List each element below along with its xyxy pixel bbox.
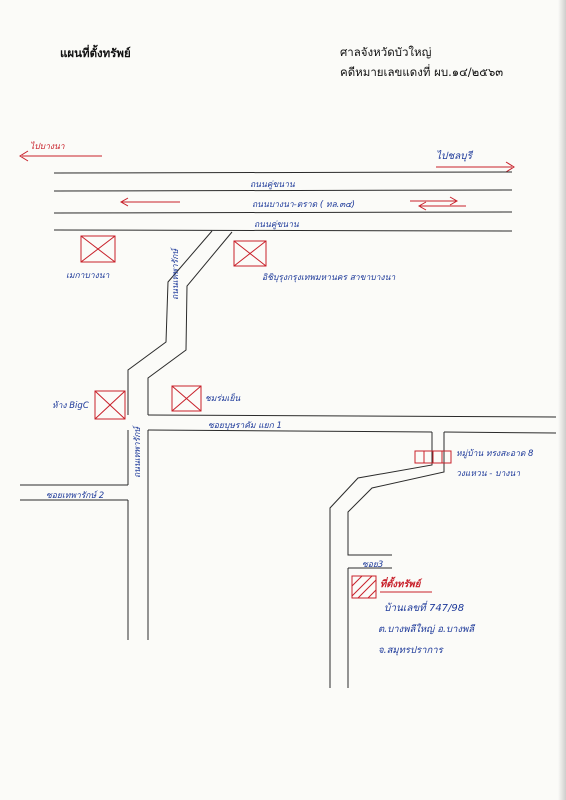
village-gate-marker bbox=[414, 450, 452, 464]
road-label-highway: ถนนบางนา-ตราด ( ทล.๓๔) bbox=[252, 200, 355, 210]
property-address-line3: จ.สมุทรปราการ bbox=[378, 645, 443, 656]
landmark-box-center bbox=[171, 385, 202, 412]
road-label-vertical-lower: ถนนเทพารักษ์ bbox=[133, 427, 143, 478]
document-title: แผนที่ตั้งทรัพย์ bbox=[60, 46, 131, 60]
traffic-arrows bbox=[119, 196, 466, 211]
property-address-line2: ต.บางพลีใหญ่ อ.บางพลี bbox=[378, 624, 475, 635]
road-label-soi-left: ซอยเทพารักษ์ 2 bbox=[46, 491, 105, 501]
vertical-road-upper bbox=[127, 230, 233, 415]
court-name: ศาลจังหวัดบัวใหญ่ bbox=[340, 45, 432, 59]
landmark-box-mega-bangna bbox=[80, 235, 116, 263]
road-label-soi-3: ซอย3 bbox=[362, 560, 384, 570]
village-label-line1: หมู่บ้าน ทรงสะอาด 8 bbox=[456, 449, 534, 459]
direction-arrow-left bbox=[19, 150, 102, 162]
direction-label-right: ไปชลบุรี bbox=[436, 151, 473, 162]
village-label-line2: วงแหวน - บางนา bbox=[456, 469, 520, 479]
landmark-label-mega-bangna: เมกาบางนา bbox=[66, 271, 110, 281]
property-label: ที่ตั้งทรัพย์ bbox=[380, 579, 421, 590]
landmark-box-ichiburi bbox=[233, 240, 267, 267]
vertical-road-lower bbox=[127, 430, 149, 640]
main-road-lines bbox=[53, 171, 513, 232]
middle-soi-road bbox=[20, 414, 557, 501]
property-location-box bbox=[351, 575, 377, 599]
property-address-line1: บ้านเลขที่ 747/98 bbox=[384, 603, 465, 614]
landmark-box-bigc bbox=[94, 390, 126, 420]
road-label-frontage-bottom: ถนนคู่ขนาน bbox=[254, 220, 299, 230]
road-label-vertical-upper: ถนนเทพารักษ์ bbox=[171, 249, 181, 300]
road-label-soi-middle: ซอยบุษราคัม แยก 1 bbox=[208, 421, 282, 431]
direction-arrow-right bbox=[436, 161, 515, 173]
direction-label-left: ไปบางนา bbox=[30, 142, 65, 152]
landmark-label-ichiburi: อิชิบุรุงกรุงเทพมหานคร สาขาบางนา bbox=[262, 273, 396, 283]
case-number: คดีหมายเลขแดงที่ ผบ.๑๔/๒๕๖๓ bbox=[340, 65, 504, 79]
property-access-road bbox=[329, 432, 445, 688]
page-edge-shadow bbox=[558, 0, 566, 800]
landmark-label-center: ชมร่มเย็น bbox=[205, 394, 241, 404]
landmark-label-bigc: ห้าง BigC bbox=[52, 401, 89, 411]
road-label-frontage-top: ถนนคู่ขนาน bbox=[250, 180, 295, 190]
